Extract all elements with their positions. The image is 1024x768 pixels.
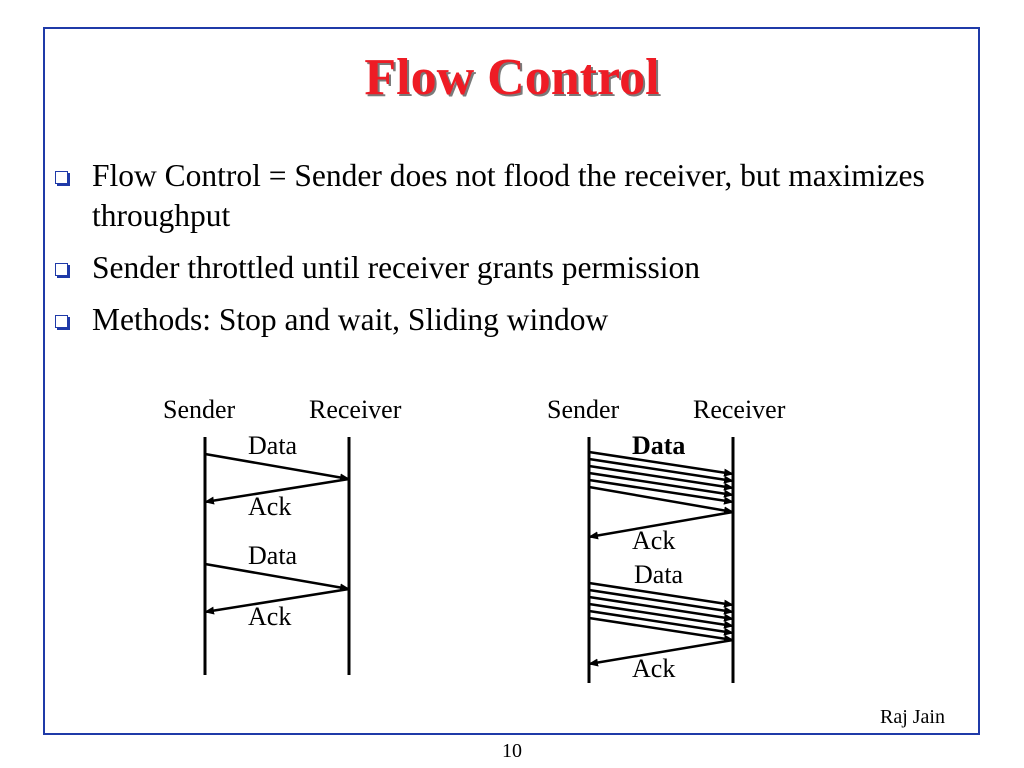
- bullet-square-icon: [55, 263, 68, 276]
- data-label: Data: [248, 541, 298, 570]
- slide-title: Flow Control: [364, 49, 660, 106]
- bullet-square-icon: [55, 171, 68, 184]
- bullet-list: Flow Control = Sender does not flood the…: [55, 156, 935, 352]
- sliding-window-diagram: Sender Receiver Data: [547, 395, 786, 683]
- bullet-item: Sender throttled until receiver grants p…: [55, 248, 935, 288]
- sender-label: Sender: [547, 395, 620, 424]
- bullet-square-icon: [55, 315, 68, 328]
- data-arrow: [588, 602, 734, 629]
- ack-label: Ack: [248, 602, 291, 631]
- data-arrow: [588, 478, 734, 505]
- bullet-item: Methods: Stop and wait, Sliding window: [55, 300, 935, 340]
- author-name: Raj Jain: [880, 706, 945, 728]
- ack-label: Ack: [632, 526, 675, 555]
- data-arrow: [588, 581, 734, 608]
- ack-arrow: [204, 477, 350, 505]
- sender-label: Sender: [163, 395, 236, 424]
- data-arrow: [204, 452, 350, 482]
- data-arrow: [588, 471, 734, 498]
- ack-label: Ack: [632, 654, 675, 683]
- data-arrow: [588, 609, 734, 636]
- page-number: 10: [502, 740, 522, 762]
- ack-arrow: [588, 638, 734, 667]
- slide-border: [43, 27, 980, 735]
- bullet-text: Flow Control = Sender does not flood the…: [92, 158, 925, 233]
- data-label: Data: [248, 431, 298, 460]
- data-label: Data: [632, 431, 685, 460]
- data-arrow: [204, 562, 350, 592]
- ack-label: Ack: [248, 492, 291, 521]
- receiver-label: Receiver: [693, 395, 786, 424]
- data-window-arrows: [588, 450, 734, 515]
- data-arrow: [588, 588, 734, 615]
- data-window-arrows: [588, 581, 734, 643]
- data-arrow: [588, 464, 734, 491]
- bullet-text: Sender throttled until receiver grants p…: [92, 250, 700, 285]
- stop-and-wait-diagram: Sender Receiver Data Ack Data Ack: [163, 395, 402, 675]
- data-arrow: [588, 616, 734, 643]
- bullet-item: Flow Control = Sender does not flood the…: [55, 156, 935, 236]
- bullet-text: Methods: Stop and wait, Sliding window: [92, 302, 609, 337]
- data-arrow: [588, 450, 734, 477]
- receiver-label: Receiver: [309, 395, 402, 424]
- ack-arrow: [204, 587, 350, 615]
- data-label: Data: [634, 560, 684, 589]
- data-arrow: [588, 485, 734, 515]
- data-arrow: [588, 595, 734, 622]
- ack-arrow: [588, 510, 734, 540]
- data-arrow: [588, 457, 734, 484]
